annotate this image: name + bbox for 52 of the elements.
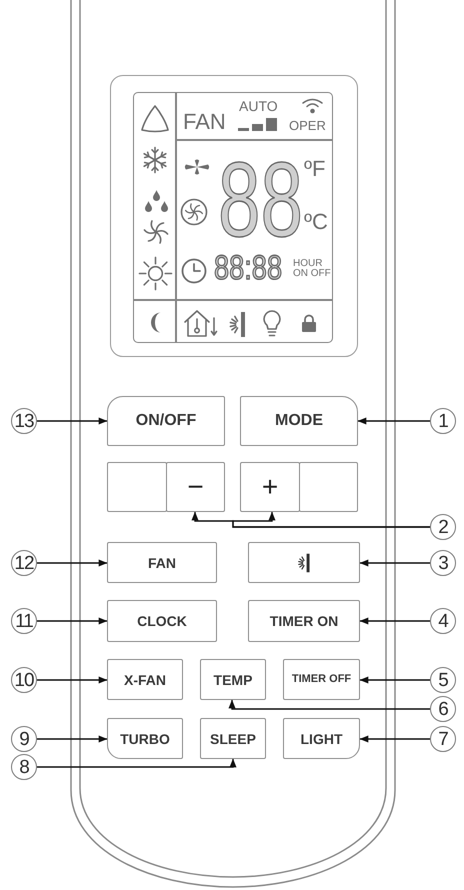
leader-arrow: [232, 512, 430, 528]
remote-button: [107, 462, 167, 512]
remote-button: TIMER ON: [248, 600, 360, 642]
display-label: AUTO: [239, 99, 278, 113]
remote-button: +: [240, 462, 300, 512]
callout-number: 4: [430, 608, 456, 634]
remote-button: [248, 542, 360, 583]
callout-number: 12: [11, 550, 37, 576]
callout-number: 3: [430, 550, 456, 576]
leader-arrow: [37, 618, 108, 624]
remote-button: TEMP: [200, 659, 266, 700]
leader-arrow: [358, 418, 430, 424]
display-label: ºC: [304, 211, 328, 233]
callout-number: 7: [430, 726, 456, 752]
segment-digits: 88: [218, 158, 303, 243]
remote-button: TIMER OFF: [283, 659, 360, 700]
remote-button: MODE: [240, 396, 358, 446]
display-label: ON OFF: [293, 269, 331, 279]
callout-number: 2: [430, 514, 456, 540]
remote-button: ON/OFF: [107, 396, 225, 446]
callout-number: 8: [11, 754, 37, 780]
leader-arrow: [37, 676, 108, 684]
callout-number: 9: [11, 726, 37, 752]
leader-arrow: [360, 618, 430, 624]
callout-number: 1: [430, 408, 456, 434]
remote-button: FAN: [107, 542, 217, 583]
callout-number: 10: [11, 667, 37, 693]
leader-arrow: [360, 676, 430, 684]
remote-button: LIGHT: [283, 718, 360, 759]
display-label: ºF: [304, 158, 326, 180]
leader-arrow: [37, 736, 108, 742]
leader-arrow: [37, 560, 108, 566]
remote-button: [299, 462, 358, 512]
callout-number: 5: [430, 667, 456, 693]
leader-arrow: [228, 700, 430, 710]
callout-number: 13: [11, 408, 37, 434]
segment-digits: 88:88: [214, 255, 282, 282]
callout-number: 6: [430, 696, 456, 722]
leader-arrow: [37, 418, 108, 424]
callout-number: 11: [11, 608, 37, 634]
leader-arrow: [360, 560, 430, 566]
remote-button: SLEEP: [200, 718, 266, 759]
remote-button: CLOCK: [107, 600, 217, 642]
display-label: HOUR: [293, 259, 322, 269]
remote-button: TURBO: [107, 718, 183, 759]
lcd-screen: [133, 92, 333, 343]
leader-arrow: [360, 736, 430, 742]
leader-arrow: [37, 758, 236, 768]
display-label: FAN: [183, 111, 226, 133]
display-label: OPER: [289, 119, 326, 132]
remote-button: −: [166, 462, 225, 512]
remote-button: X-FAN: [107, 659, 183, 700]
